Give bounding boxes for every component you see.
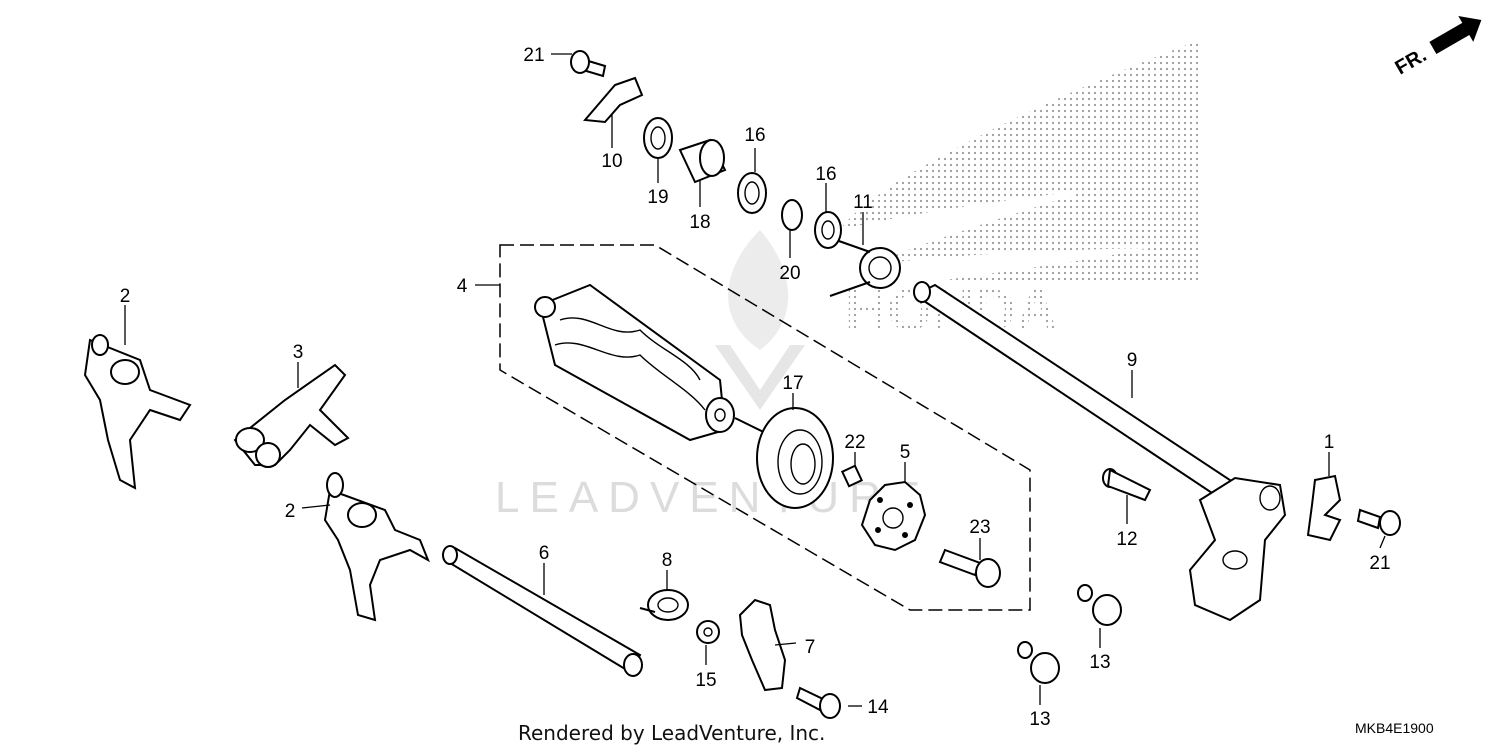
- shift-fork-lower: [323, 472, 430, 622]
- callout-2-upper: 2: [120, 286, 131, 307]
- washer-16b: [814, 211, 842, 249]
- callout-10: 10: [601, 151, 622, 172]
- gearshift-spindle: [913, 281, 1287, 622]
- shift-drum: [534, 283, 791, 446]
- washer-16a-hole: [744, 181, 760, 205]
- washer-16a: [737, 172, 767, 214]
- callout-16-left: 16: [744, 125, 765, 146]
- bolt-13-lower: [1017, 641, 1060, 684]
- footer-credit: Rendered by LeadVenture, Inc.: [518, 721, 825, 745]
- plate-10: [582, 76, 644, 124]
- callout-6: 6: [539, 543, 550, 564]
- oil-seal-hole: [650, 126, 666, 150]
- bolt-21-top: [570, 50, 607, 78]
- return-spring: [829, 239, 901, 297]
- callout-22: 22: [844, 432, 865, 453]
- callout-4: 4: [457, 276, 468, 297]
- callout-16-right: 16: [815, 164, 836, 185]
- circlip: [781, 199, 803, 231]
- callout-11: 11: [853, 192, 873, 213]
- bolt-21-right: [1356, 508, 1401, 536]
- shift-fork-center: [233, 363, 350, 468]
- shift-drum-assembly-box: [499, 244, 1031, 611]
- callout-21-top: 21: [523, 45, 544, 66]
- bolt-23: [938, 548, 1001, 588]
- callout-18: 18: [689, 212, 710, 233]
- callout-5: 5: [900, 442, 911, 463]
- callout-20: 20: [779, 263, 800, 284]
- callout-13-left: 13: [1029, 709, 1050, 730]
- callout-14: 14: [867, 697, 889, 718]
- shift-fork-shaft: [442, 545, 643, 677]
- stopper-arm-spring: [639, 589, 689, 621]
- oil-seal: [643, 117, 673, 159]
- washer-16b-hole: [821, 220, 835, 240]
- callout-8: 8: [662, 550, 673, 571]
- stopper-pin: [1102, 468, 1152, 502]
- needle-bearing: [678, 138, 727, 184]
- shift-fork-left: [83, 334, 192, 490]
- callout-15: 15: [695, 670, 716, 691]
- callout-12: 12: [1116, 529, 1137, 550]
- honda-wing-watermark: HONDA: [840, 40, 1200, 343]
- leadventure-logo-watermark: LEADVENTURE: [495, 230, 920, 522]
- callout-19: 19: [647, 187, 668, 208]
- callout-13-right: 13: [1089, 652, 1110, 673]
- washer-15: [696, 620, 720, 644]
- diagram-code: MKB4E1900: [1355, 720, 1434, 736]
- fr-label: FR.: [1392, 44, 1431, 79]
- bracket-1: [1306, 474, 1342, 542]
- bolt-14: [795, 686, 841, 719]
- callout-17: 17: [782, 373, 803, 394]
- callout-7: 7: [805, 637, 816, 658]
- callout-23: 23: [969, 517, 990, 538]
- washer-15-hole: [703, 627, 713, 637]
- leader-lines: [124, 53, 1386, 707]
- callout-labels: 1 2 2 3 4 5 6 7 8 9 10 11 12 13 13 14 15…: [120, 45, 1391, 730]
- callout-2-lower: 2: [285, 501, 296, 522]
- bearing: [756, 407, 834, 509]
- bolt-13-upper: [1077, 584, 1122, 626]
- dowel-pin: [840, 464, 864, 488]
- shift-drum-center: [860, 480, 927, 552]
- front-direction-arrow: FR.: [1392, 15, 1482, 79]
- drum-stopper-arm: [738, 598, 787, 692]
- callout-9: 9: [1127, 350, 1138, 371]
- callout-3: 3: [293, 342, 304, 363]
- callout-21-right: 21: [1369, 553, 1390, 574]
- callout-1: 1: [1324, 432, 1335, 453]
